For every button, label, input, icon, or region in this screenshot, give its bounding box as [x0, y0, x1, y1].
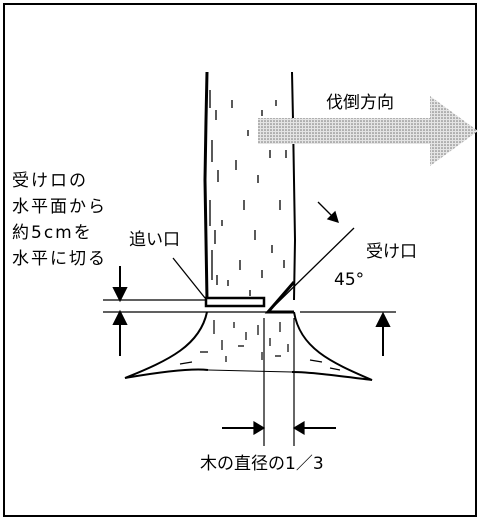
backcut-slot	[204, 296, 266, 308]
instruction-line-4: 水平に切る	[12, 249, 107, 269]
felling-direction-arrow	[258, 96, 478, 166]
gap-arrow-right	[375, 311, 391, 356]
undercut-angle-guide	[267, 201, 355, 313]
felling-direction-label: 伐倒方向	[326, 93, 394, 113]
root-texture	[179, 320, 341, 371]
tree-roots	[124, 311, 373, 381]
gap-arrows-left	[112, 266, 128, 356]
backcut-label: 追い口	[129, 230, 180, 250]
bark-texture	[209, 90, 287, 296]
undercut-label: 受け口	[366, 242, 417, 262]
tree-trunk	[203, 71, 297, 301]
instruction-line-1: 受けロの	[12, 171, 88, 191]
diameter-dimension	[222, 318, 336, 446]
angle-label: 45°	[334, 270, 365, 290]
instruction-line-3: 約5cmを	[12, 223, 93, 243]
backcut-pointer	[172, 257, 206, 299]
instruction-line-2: 水平面から	[12, 197, 107, 217]
depth-note-label: 木の直径の1／3	[200, 454, 324, 474]
backcut-instruction: 受けロの 水平面から 約5cmを 水平に切る	[12, 168, 107, 272]
